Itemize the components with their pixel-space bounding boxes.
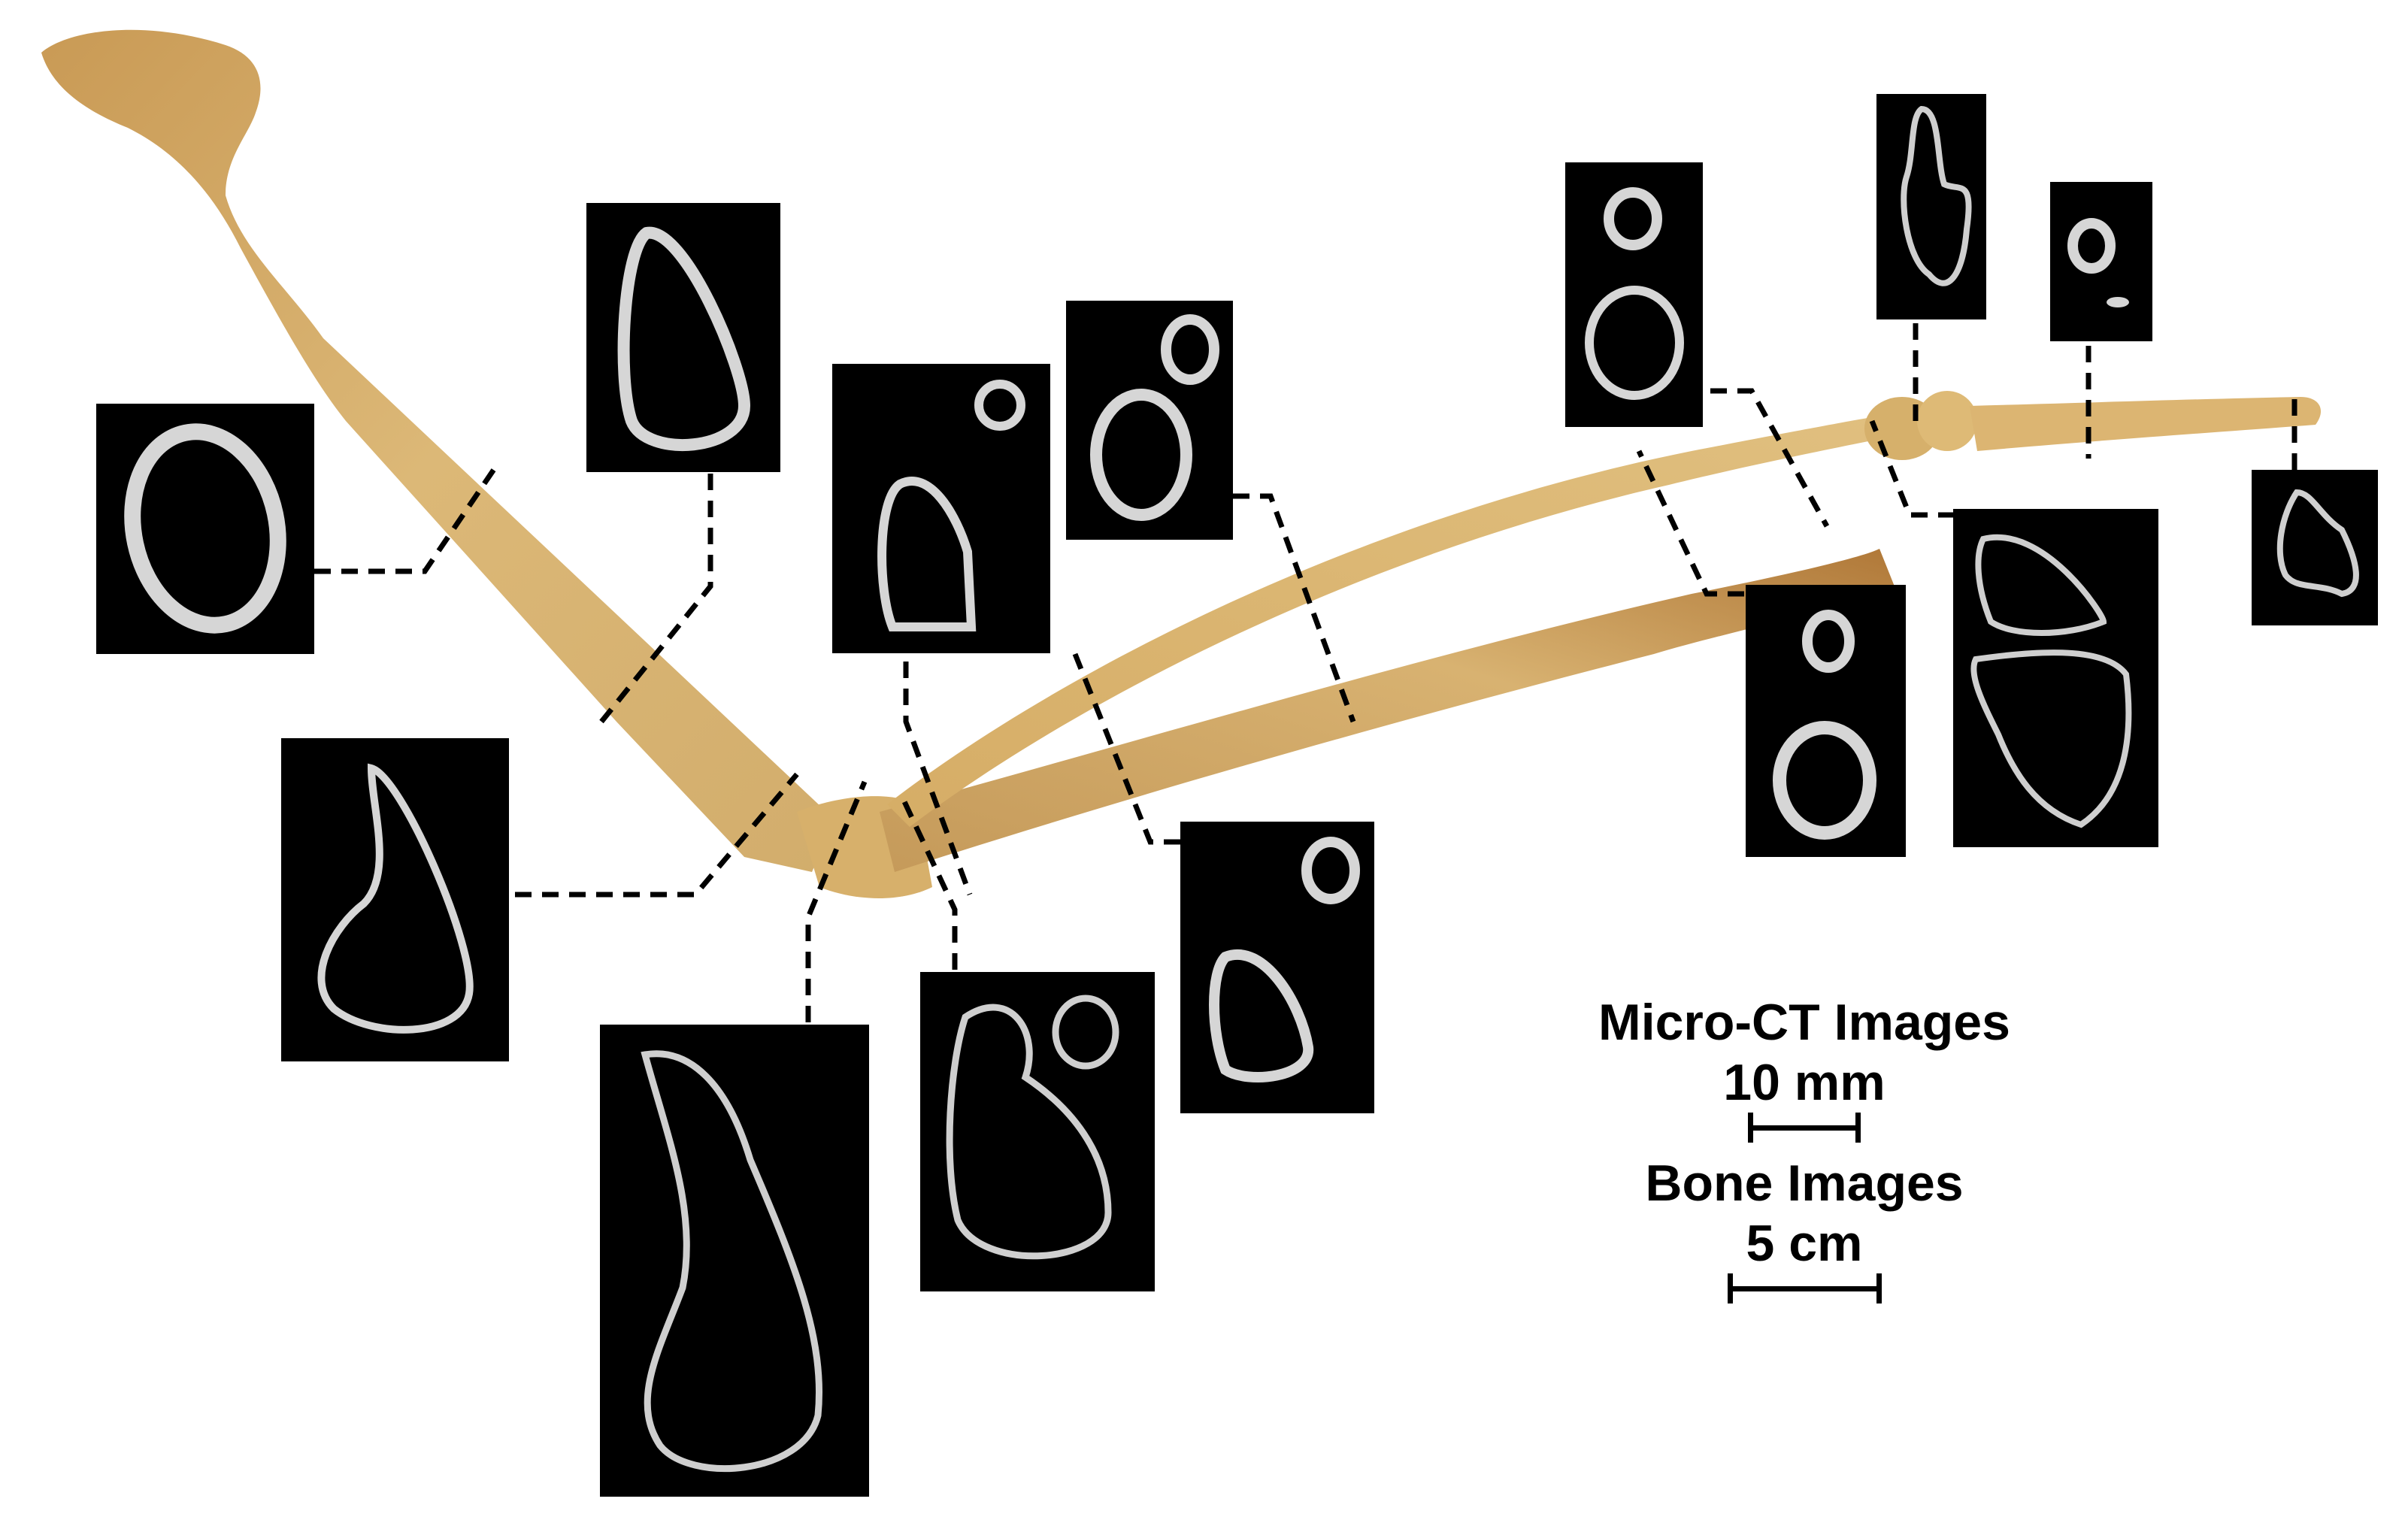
ct-panel-proximal-radius-ulna xyxy=(920,972,1155,1291)
leader-line xyxy=(903,662,973,896)
leader-line xyxy=(599,474,713,724)
leader-line xyxy=(805,780,868,1022)
ct-panel-distal-forearm-a xyxy=(1565,162,1703,427)
ct-panel-metacarpal-distal xyxy=(2252,470,2378,625)
ct-panel-elbow-distal-humerus xyxy=(600,1025,869,1497)
ct-panel-mid-forearm-b xyxy=(1180,822,1374,1113)
leader-line xyxy=(1072,652,1180,845)
ct-panel-distal-forearm-b xyxy=(1746,585,1906,857)
bone-images-label: Bone Images xyxy=(1645,1155,1964,1212)
ct-panel-humerus-distal xyxy=(281,738,509,1061)
bone-scale-bar xyxy=(1727,1273,1882,1303)
leader-line xyxy=(314,465,498,574)
micro-ct-label: Micro-CT Images xyxy=(1598,994,2010,1051)
ct-panel-carpal xyxy=(1876,94,1986,319)
ct-panel-mid-forearm-a xyxy=(1066,301,1233,540)
micro-ct-scale-value: 10 mm xyxy=(1723,1054,1886,1111)
radius xyxy=(887,417,1876,827)
bone-scale-value: 5 cm xyxy=(1746,1215,1863,1272)
ulna xyxy=(880,549,1895,872)
leader-line xyxy=(1636,450,1744,597)
scale-legend: Micro-CT Images 10 mm Bone Images 5 cm xyxy=(1541,992,2067,1303)
leader-line xyxy=(899,795,958,970)
leader-line xyxy=(1710,388,1830,528)
ct-panel-metacarpal xyxy=(2050,182,2152,341)
micro-ct-scale-bar xyxy=(1748,1113,1861,1143)
leader-line xyxy=(515,772,799,898)
leader-line xyxy=(1869,419,1955,518)
ct-panel-carpal-joint xyxy=(1953,509,2158,847)
leader-line xyxy=(1233,493,1356,723)
ct-panel-proximal-forearm xyxy=(832,364,1050,653)
humerus xyxy=(41,29,834,873)
metacarpal xyxy=(1970,397,2322,451)
ct-panel-humerus-upper-shaft xyxy=(586,203,780,472)
ct-panel-humerus-mid-shaft xyxy=(96,404,314,654)
